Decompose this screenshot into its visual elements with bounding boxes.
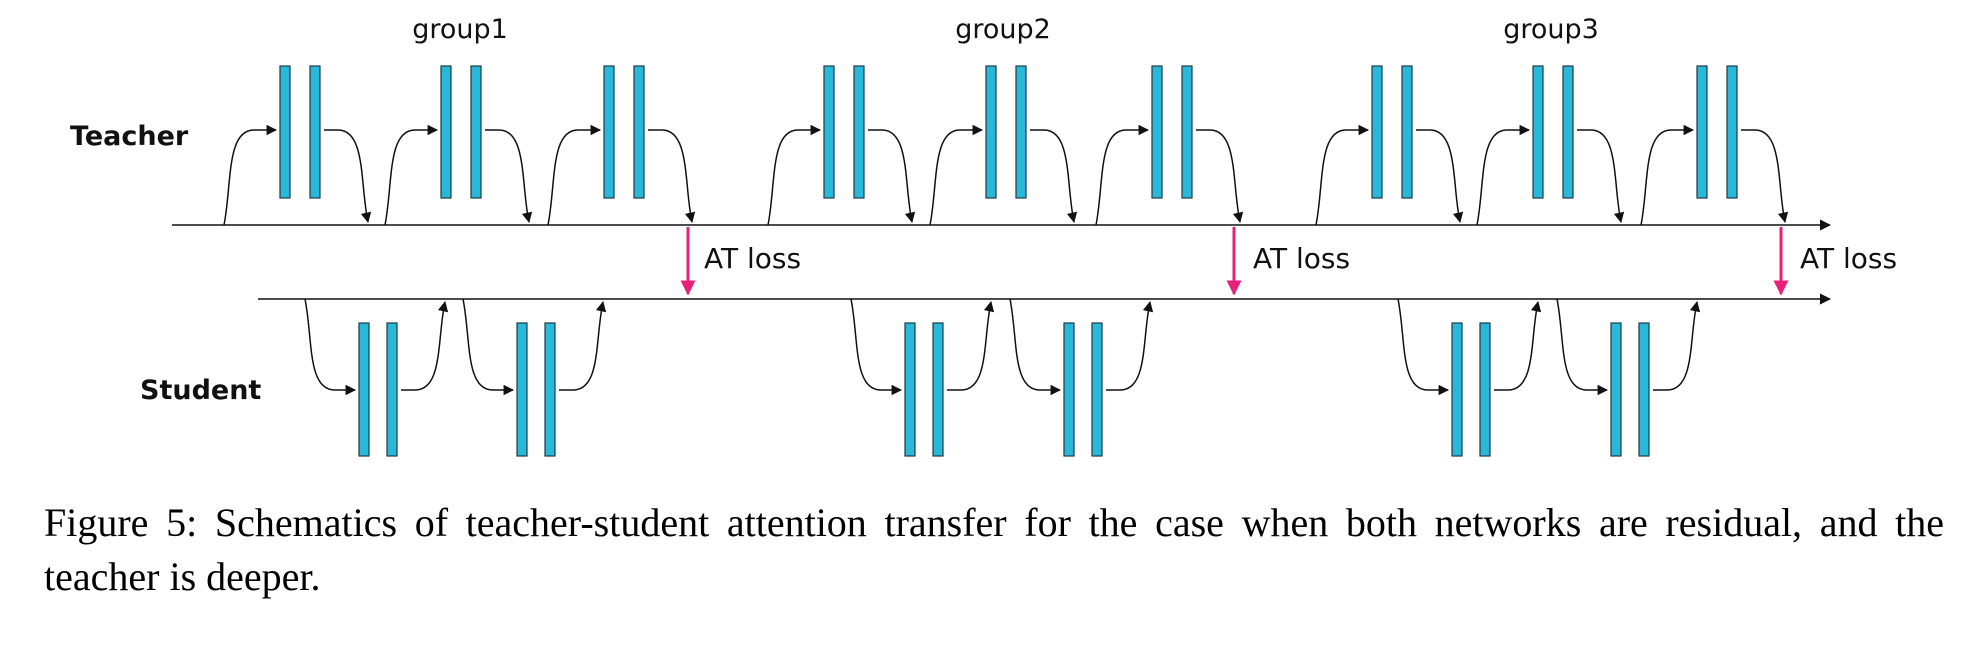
- teacher-block-6: [1095, 65, 1244, 226]
- teacher-skip-in-8: [1476, 124, 1531, 226]
- student-bar-6-a: [1610, 322, 1622, 457]
- student-bar-5-b: [1479, 322, 1491, 457]
- teacher-skip-out-8: [1577, 129, 1625, 224]
- teacher-skip-in-7: [1315, 124, 1370, 226]
- teacher-block-3: [547, 65, 696, 226]
- at-loss-label-1: AT loss: [704, 242, 801, 275]
- student-bar-4-b: [1091, 322, 1103, 457]
- teacher-bar-6-b: [1181, 65, 1193, 199]
- student-bar-4-a: [1063, 322, 1075, 457]
- group-label-2: group2: [955, 14, 1051, 45]
- teacher-block-8: [1476, 65, 1625, 226]
- group-label-3: group3: [1503, 14, 1599, 45]
- teacher-skip-out-3: [648, 129, 696, 224]
- group-label-1: group1: [412, 14, 508, 45]
- teacher-skip-in-3: [547, 124, 602, 226]
- teacher-bar-1-b: [309, 65, 321, 199]
- teacher-bar-8-b: [1562, 65, 1574, 199]
- student-label: Student: [140, 375, 261, 406]
- student-skip-out-1: [401, 300, 449, 391]
- student-skip-out-4: [1106, 300, 1154, 391]
- teacher-residual-blocks: [223, 65, 1789, 226]
- student-skip-in-6: [1556, 298, 1609, 396]
- teacher-skip-in-6: [1095, 124, 1150, 226]
- teacher-skip-out-1: [324, 129, 372, 224]
- teacher-block-2: [384, 65, 533, 226]
- at-loss-label-3: AT loss: [1800, 242, 1897, 275]
- teacher-bar-7-a: [1371, 65, 1383, 199]
- at-loss-3: AT loss: [1773, 227, 1897, 296]
- teacher-skip-out-2: [485, 129, 533, 224]
- teacher-bar-2-b: [470, 65, 482, 199]
- teacher-bar-3-a: [603, 65, 615, 199]
- teacher-bar-9-b: [1726, 65, 1738, 199]
- teacher-bar-7-b: [1401, 65, 1413, 199]
- student-block-4: [1009, 298, 1154, 457]
- at-loss-label-2: AT loss: [1253, 242, 1350, 275]
- student-skip-in-1: [304, 298, 357, 396]
- student-block-5: [1397, 298, 1542, 457]
- teacher-block-4: [767, 65, 916, 226]
- teacher-bar-9-a: [1696, 65, 1708, 199]
- student-residual-blocks: [304, 298, 1701, 457]
- student-bar-2-a: [516, 322, 528, 457]
- student-skip-out-2: [559, 300, 607, 391]
- teacher-bar-2-a: [440, 65, 452, 199]
- figure-caption: Figure 5: Schematics of teacher-student …: [44, 500, 1944, 599]
- teacher-skip-out-4: [868, 129, 916, 224]
- teacher-block-1: [223, 65, 372, 226]
- student-skip-in-2: [462, 298, 515, 396]
- student-skip-in-3: [850, 298, 903, 396]
- student-skip-out-3: [947, 300, 995, 391]
- student-skip-in-5: [1397, 298, 1450, 396]
- teacher-bar-4-b: [853, 65, 865, 199]
- student-bar-1-a: [358, 322, 370, 457]
- attention-transfer-losses: AT loss AT loss AT loss: [680, 227, 1897, 296]
- attention-transfer-diagram: group1 group2 group3 Teacher Student AT …: [70, 14, 1897, 457]
- teacher-skip-in-4: [767, 124, 822, 226]
- teacher-skip-in-1: [223, 124, 278, 226]
- at-loss-1: AT loss: [680, 227, 801, 296]
- student-bar-2-b: [544, 322, 556, 457]
- teacher-block-9: [1640, 65, 1789, 226]
- student-bar-3-b: [932, 322, 944, 457]
- student-skip-out-6: [1653, 300, 1701, 391]
- teacher-skip-in-2: [384, 124, 439, 226]
- teacher-label: Teacher: [70, 121, 189, 152]
- student-skip-out-5: [1494, 300, 1542, 391]
- teacher-skip-in-9: [1640, 124, 1695, 226]
- teacher-skip-out-7: [1416, 129, 1464, 224]
- student-bar-3-a: [904, 322, 916, 457]
- student-block-3: [850, 298, 995, 457]
- student-bar-1-b: [386, 322, 398, 457]
- teacher-bar-8-a: [1532, 65, 1544, 199]
- teacher-block-7: [1315, 65, 1464, 226]
- student-block-6: [1556, 298, 1701, 457]
- student-bar-6-b: [1638, 322, 1650, 457]
- teacher-block-5: [929, 65, 1078, 226]
- teacher-bar-4-a: [823, 65, 835, 199]
- teacher-skip-in-5: [929, 124, 984, 226]
- teacher-bar-5-b: [1015, 65, 1027, 199]
- teacher-skip-out-9: [1741, 129, 1789, 224]
- teacher-bar-5-a: [985, 65, 997, 199]
- teacher-skip-out-5: [1030, 129, 1078, 224]
- student-skip-in-4: [1009, 298, 1062, 396]
- student-bar-5-a: [1451, 322, 1463, 457]
- teacher-bar-6-a: [1151, 65, 1163, 199]
- teacher-bar-3-b: [633, 65, 645, 199]
- student-block-1: [304, 298, 449, 457]
- teacher-bar-1-a: [279, 65, 291, 199]
- student-block-2: [462, 298, 607, 457]
- teacher-skip-out-6: [1196, 129, 1244, 224]
- at-loss-2: AT loss: [1226, 227, 1350, 296]
